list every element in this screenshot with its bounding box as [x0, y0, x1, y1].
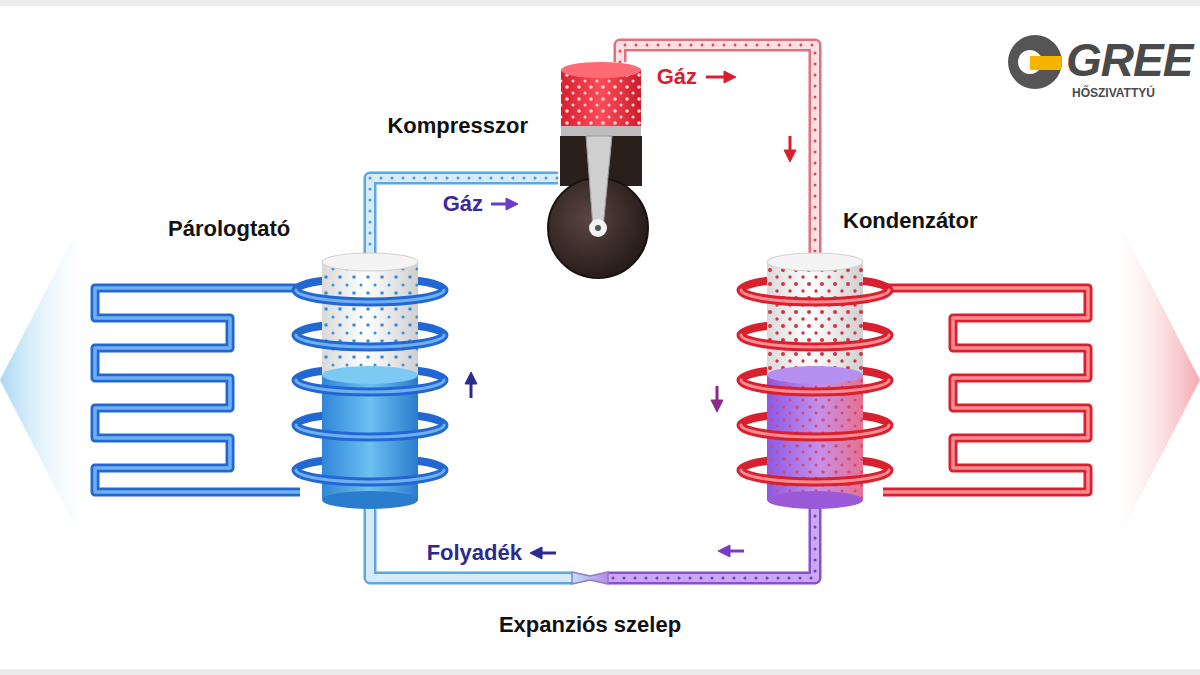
pipe-core	[620, 45, 815, 255]
compressor-gas-dots	[561, 70, 641, 128]
coil-turn	[296, 290, 444, 302]
pipe-bubbles	[608, 505, 815, 578]
condenser-bottom	[767, 491, 863, 509]
flow-arrow	[706, 71, 736, 83]
top-band	[0, 0, 1200, 6]
compressor-hot-chamber	[561, 70, 641, 128]
compressor-top	[561, 62, 641, 78]
condenser-liquid-surface	[767, 366, 863, 384]
flow-arrow	[784, 136, 796, 162]
component-node: Kompresszor	[558, 62, 650, 280]
coil-turn-shine	[296, 335, 444, 347]
flow-arrow	[491, 198, 518, 210]
flow-label: Gáz	[443, 191, 483, 217]
warm-side-arrow	[1105, 195, 1200, 565]
flow-arrow-head	[506, 198, 518, 210]
expansion-valve-pinch	[572, 572, 608, 584]
flow-arrow-head	[465, 372, 477, 384]
pipe-core	[370, 178, 558, 255]
bottom-band	[0, 669, 1200, 675]
pipe-wall	[370, 178, 558, 255]
coil-turn-shine	[741, 290, 889, 302]
coil-turn-shine	[741, 470, 889, 482]
heat-exchange-pipe	[883, 288, 1088, 492]
coil-turn-shine	[296, 380, 444, 392]
component-node: Expanziós szelep	[572, 570, 608, 586]
flow-arrow-shaft	[491, 203, 508, 206]
coil-turn-shine	[741, 425, 889, 437]
component-node: Párologtató	[320, 255, 420, 505]
heat-exchange-pipe-shine	[95, 288, 300, 492]
coil-turn-shine	[296, 290, 444, 302]
coil-turn	[296, 335, 444, 347]
flow-arrow	[530, 547, 556, 559]
component-label: Párologtató	[168, 216, 290, 242]
flow-arrow-head	[711, 400, 723, 412]
pipe-wall	[370, 505, 572, 578]
compressor-piston	[561, 126, 641, 136]
coil-turn	[741, 380, 889, 392]
coil-turn-shine	[296, 425, 444, 437]
evaporator-serpentine	[95, 288, 300, 492]
compressor-crank-center	[595, 225, 601, 231]
refrigerant-pipe	[370, 178, 558, 255]
condenser-top	[767, 253, 863, 271]
evaporator-coil-front	[296, 290, 444, 482]
coil-turn-shine	[741, 380, 889, 392]
coil-turn	[741, 290, 889, 302]
refrigerant-pipe	[370, 505, 572, 578]
pipe-core	[370, 505, 572, 578]
heat-exchange-pipe-shine	[883, 288, 1088, 492]
flow-arrow-head	[784, 150, 796, 162]
compressor-rod	[586, 136, 612, 228]
component-label: Kompresszor	[387, 113, 528, 139]
logo-wordmark: GREE	[1066, 34, 1192, 87]
flow-arrow-head	[718, 545, 730, 557]
pipe-wall	[608, 505, 815, 578]
flow-arrow-shaft	[706, 76, 726, 79]
logo-inner-band	[1030, 56, 1050, 70]
flow-arrow	[711, 386, 723, 412]
flow-arrow-head	[724, 71, 736, 83]
logo-subtitle: HŐSZIVATTYÚ	[1072, 86, 1155, 100]
condenser-coil-front	[741, 290, 889, 482]
flow-arrow-head	[530, 547, 542, 559]
coil-turn	[296, 425, 444, 437]
heat-exchange-pipe	[95, 288, 300, 492]
condenser-serpentine	[883, 288, 1088, 492]
flow-arrow	[465, 372, 477, 398]
coil-turn	[296, 470, 444, 482]
coil-turn	[741, 335, 889, 347]
component-label: Expanziós szelep	[499, 612, 681, 638]
pipe-bubbles	[620, 45, 815, 255]
component-node: Kondenzátor	[765, 255, 865, 505]
evaporator-bottom	[322, 491, 418, 509]
component-label: Kondenzátor	[843, 208, 977, 234]
refrigerant-pipe	[620, 45, 815, 255]
coil-turn-shine	[741, 335, 889, 347]
coil-turn-shine	[296, 470, 444, 482]
compressor-crank-pin	[589, 219, 607, 237]
pipe-wall	[620, 45, 815, 255]
evaporator-gas-dots	[322, 262, 418, 372]
flow-label: Folyadék	[427, 540, 522, 566]
coil-turn	[296, 380, 444, 392]
evaporator-top	[322, 253, 418, 271]
cold-side-arrow	[0, 195, 95, 565]
coil-turn	[741, 470, 889, 482]
evaporator-liquid-surface	[322, 366, 418, 384]
pipe-bubbles	[370, 178, 558, 255]
flow-arrow	[718, 545, 744, 557]
coil-turn	[741, 425, 889, 437]
pipe-core	[608, 505, 815, 578]
refrigerant-pipe	[608, 505, 815, 578]
flow-label: Gáz	[657, 64, 697, 90]
condenser-gas-dots	[767, 262, 863, 372]
